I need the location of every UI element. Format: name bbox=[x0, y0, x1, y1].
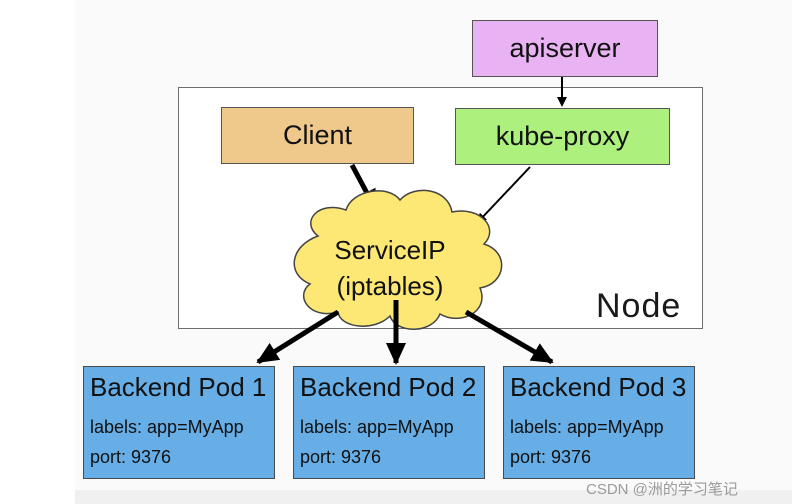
pod-labels: labels: app=MyApp bbox=[510, 417, 664, 437]
pod-title: Backend Pod 3 bbox=[510, 372, 687, 402]
service-label-line2: (iptables) bbox=[336, 271, 444, 301]
service-label-line1: ServiceIP bbox=[334, 235, 446, 265]
kube-proxy-label: kube-proxy bbox=[495, 121, 630, 151]
pod-labels: labels: app=MyApp bbox=[90, 417, 244, 437]
bottom-strip bbox=[75, 490, 792, 504]
apiserver-label: apiserver bbox=[509, 33, 621, 63]
node-label: Node bbox=[596, 287, 682, 325]
pod-port: port: 9376 bbox=[300, 447, 382, 467]
pod-title: Backend Pod 1 bbox=[90, 372, 267, 402]
backend-pod-2: Backend Pod 2 labels: app=MyApp port: 93… bbox=[293, 366, 485, 479]
backend-pod-1: Backend Pod 1 labels: app=MyApp port: 93… bbox=[83, 366, 275, 479]
backend-pod-3: Backend Pod 3 labels: app=MyApp port: 93… bbox=[503, 366, 695, 479]
client-box: Client bbox=[221, 107, 414, 164]
apiserver-box: apiserver bbox=[472, 20, 658, 77]
pod-port: port: 9376 bbox=[90, 447, 172, 467]
pod-port: port: 9376 bbox=[510, 447, 592, 467]
client-label: Client bbox=[282, 120, 353, 150]
kube-proxy-box: kube-proxy bbox=[455, 108, 670, 165]
pod-labels: labels: app=MyApp bbox=[300, 417, 454, 437]
watermark: CSDN @洲的学习笔记 bbox=[586, 481, 738, 498]
pod-title: Backend Pod 2 bbox=[300, 372, 477, 402]
